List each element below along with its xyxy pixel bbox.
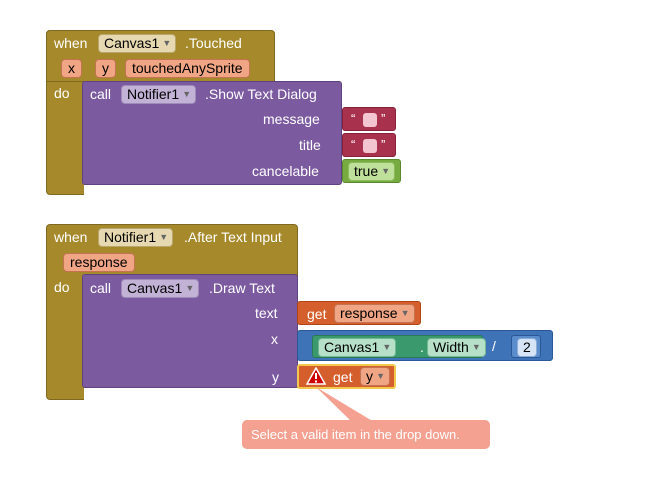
- param-touchedanysprite[interactable]: touchedAnySprite: [125, 59, 250, 78]
- socket-label-y: y: [272, 369, 279, 385]
- property-dropdown-width[interactable]: Width ▼: [427, 338, 486, 357]
- chevron-down-icon: ▼: [185, 283, 195, 293]
- method-name-2: .Draw Text: [209, 280, 275, 296]
- variable-name: response: [340, 305, 398, 321]
- variable-name: y: [366, 368, 373, 384]
- chevron-down-icon: ▼: [162, 38, 172, 48]
- component-dropdown-label: Canvas1: [104, 35, 160, 51]
- socket-label-text: text: [255, 305, 278, 321]
- property-name: Width: [433, 339, 469, 355]
- call-label-2: call: [90, 280, 112, 296]
- number-value: 2: [523, 339, 531, 355]
- component-dropdown-label: Notifier1: [104, 229, 157, 245]
- open-quote: “: [351, 111, 356, 126]
- property-getter-canvas-width[interactable]: Canvas1 ▼ . Width ▼: [312, 335, 486, 358]
- param-y[interactable]: y: [95, 59, 116, 78]
- event-name-2: .After Text Input: [184, 229, 282, 245]
- variable-dropdown-y[interactable]: y ▼: [360, 367, 390, 386]
- warning-triangle-icon[interactable]: [305, 366, 327, 388]
- event-block-inner-cutout: [84, 185, 275, 197]
- method-name: .Show Text Dialog: [205, 86, 317, 102]
- component-dropdown-label: Notifier1: [127, 86, 180, 102]
- socket-label-title: title: [299, 137, 321, 153]
- event-name: .Touched: [185, 35, 242, 51]
- component-dropdown-canvas1-prop[interactable]: Canvas1 ▼: [318, 338, 397, 357]
- component-dropdown-canvas1[interactable]: Canvas1 ▼: [98, 34, 177, 53]
- chevron-down-icon: ▼: [376, 371, 385, 381]
- chevron-down-icon: ▼: [400, 308, 410, 318]
- param-response[interactable]: response: [63, 253, 135, 272]
- socket-label-cancelable: cancelable: [252, 163, 319, 179]
- empty-text-field[interactable]: [363, 139, 377, 153]
- divide-operator: /: [492, 338, 496, 354]
- component-dropdown-notifier1-event[interactable]: Notifier1 ▼: [98, 228, 174, 247]
- warning-tooltip: Select a valid item in the drop down.: [242, 420, 490, 449]
- close-quote: ”: [381, 137, 386, 152]
- boolean-true-block[interactable]: true ▼: [342, 159, 401, 183]
- text-string-block-message[interactable]: “ ”: [342, 107, 396, 131]
- event-block-inner-cutout-2: [84, 388, 298, 402]
- when-label-2: when: [54, 229, 88, 245]
- do-label: do: [54, 85, 70, 101]
- get-label: get: [307, 306, 327, 322]
- get-label-y: get: [333, 369, 353, 385]
- boolean-dropdown[interactable]: true ▼: [348, 162, 396, 181]
- component-dropdown-notifier1[interactable]: Notifier1 ▼: [121, 85, 197, 104]
- chevron-down-icon: ▼: [381, 166, 391, 176]
- boolean-value: true: [354, 163, 379, 179]
- property-dot: .: [420, 339, 424, 355]
- call-label: call: [90, 86, 112, 102]
- component-dropdown-label: Canvas1: [324, 339, 380, 355]
- close-quote: ”: [381, 111, 386, 126]
- chevron-down-icon: ▼: [382, 342, 392, 352]
- component-dropdown-canvas1-call[interactable]: Canvas1 ▼: [121, 279, 200, 298]
- chevron-down-icon: ▼: [182, 89, 192, 99]
- number-field[interactable]: 2: [517, 338, 537, 357]
- warning-callout-pointer: [316, 387, 374, 422]
- math-divide-block[interactable]: Canvas1 ▼ . Width ▼ / 2: [297, 330, 553, 361]
- open-quote: “: [351, 137, 356, 152]
- text-string-block-title[interactable]: “ ”: [342, 133, 396, 157]
- when-label: when: [54, 35, 88, 51]
- get-y-block-error[interactable]: get y ▼: [297, 364, 396, 389]
- get-response-block[interactable]: get response ▼: [297, 301, 421, 325]
- socket-label-x: x: [271, 331, 278, 347]
- param-x[interactable]: x: [61, 59, 82, 78]
- socket-label-message: message: [263, 111, 320, 127]
- component-dropdown-label: Canvas1: [127, 280, 183, 296]
- chevron-down-icon: ▼: [471, 342, 481, 352]
- chevron-down-icon: ▼: [159, 232, 169, 242]
- empty-text-field[interactable]: [363, 113, 377, 127]
- variable-dropdown-response[interactable]: response ▼: [334, 304, 415, 323]
- do-label-2: do: [54, 279, 70, 295]
- number-block-2[interactable]: 2: [511, 335, 541, 358]
